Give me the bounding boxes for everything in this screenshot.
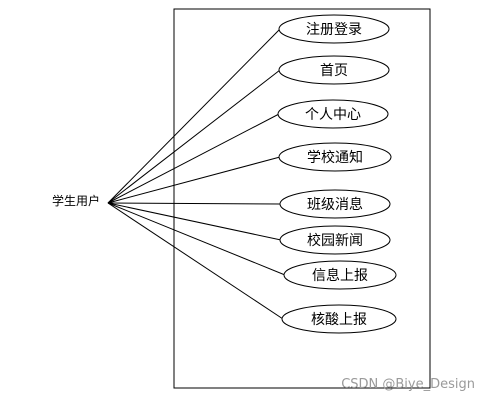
use-case-label: 班级消息 bbox=[307, 196, 363, 213]
watermark: CSDN @Biye_Design bbox=[341, 377, 475, 392]
use-case: 首页 bbox=[278, 55, 390, 85]
connector-line bbox=[107, 202, 282, 241]
use-case-ellipse bbox=[278, 14, 390, 44]
use-case-ellipse bbox=[278, 142, 392, 172]
connector-line bbox=[107, 202, 282, 205]
use-case-ellipse bbox=[277, 99, 389, 129]
actor-label: 学生用户 bbox=[52, 193, 100, 208]
use-case-label: 学校通知 bbox=[307, 149, 363, 166]
connector-line bbox=[107, 28, 281, 204]
use-case-label: 首页 bbox=[320, 63, 348, 79]
use-case: 班级消息 bbox=[279, 189, 391, 219]
connector-line bbox=[107, 156, 281, 204]
use-case: 个人中心 bbox=[277, 99, 389, 129]
connector-line bbox=[107, 202, 284, 320]
use-case-label: 个人中心 bbox=[305, 107, 361, 123]
connector-lines bbox=[107, 28, 286, 320]
use-case: 核酸上报 bbox=[281, 304, 397, 334]
use-case-ellipse bbox=[278, 55, 390, 85]
use-case-ellipse bbox=[279, 189, 391, 219]
connector-line bbox=[107, 69, 281, 204]
system-boundary bbox=[173, 8, 431, 389]
use-case: 注册登录 bbox=[278, 14, 390, 44]
use-case-label: 核酸上报 bbox=[311, 312, 367, 328]
use-case: 信息上报 bbox=[283, 260, 397, 290]
use-case-label: 信息上报 bbox=[312, 267, 368, 284]
use-case-label: 校园新闻 bbox=[307, 232, 363, 249]
use-case-label: 注册登录 bbox=[306, 22, 362, 38]
use-case: 学校通知 bbox=[278, 142, 392, 172]
connector-line bbox=[107, 113, 280, 204]
connector-line bbox=[107, 202, 286, 276]
use-case-ellipse bbox=[279, 225, 391, 255]
use-case: 校园新闻 bbox=[279, 225, 391, 255]
use-case-ellipse bbox=[281, 304, 397, 334]
use-case-ellipse bbox=[283, 260, 397, 290]
